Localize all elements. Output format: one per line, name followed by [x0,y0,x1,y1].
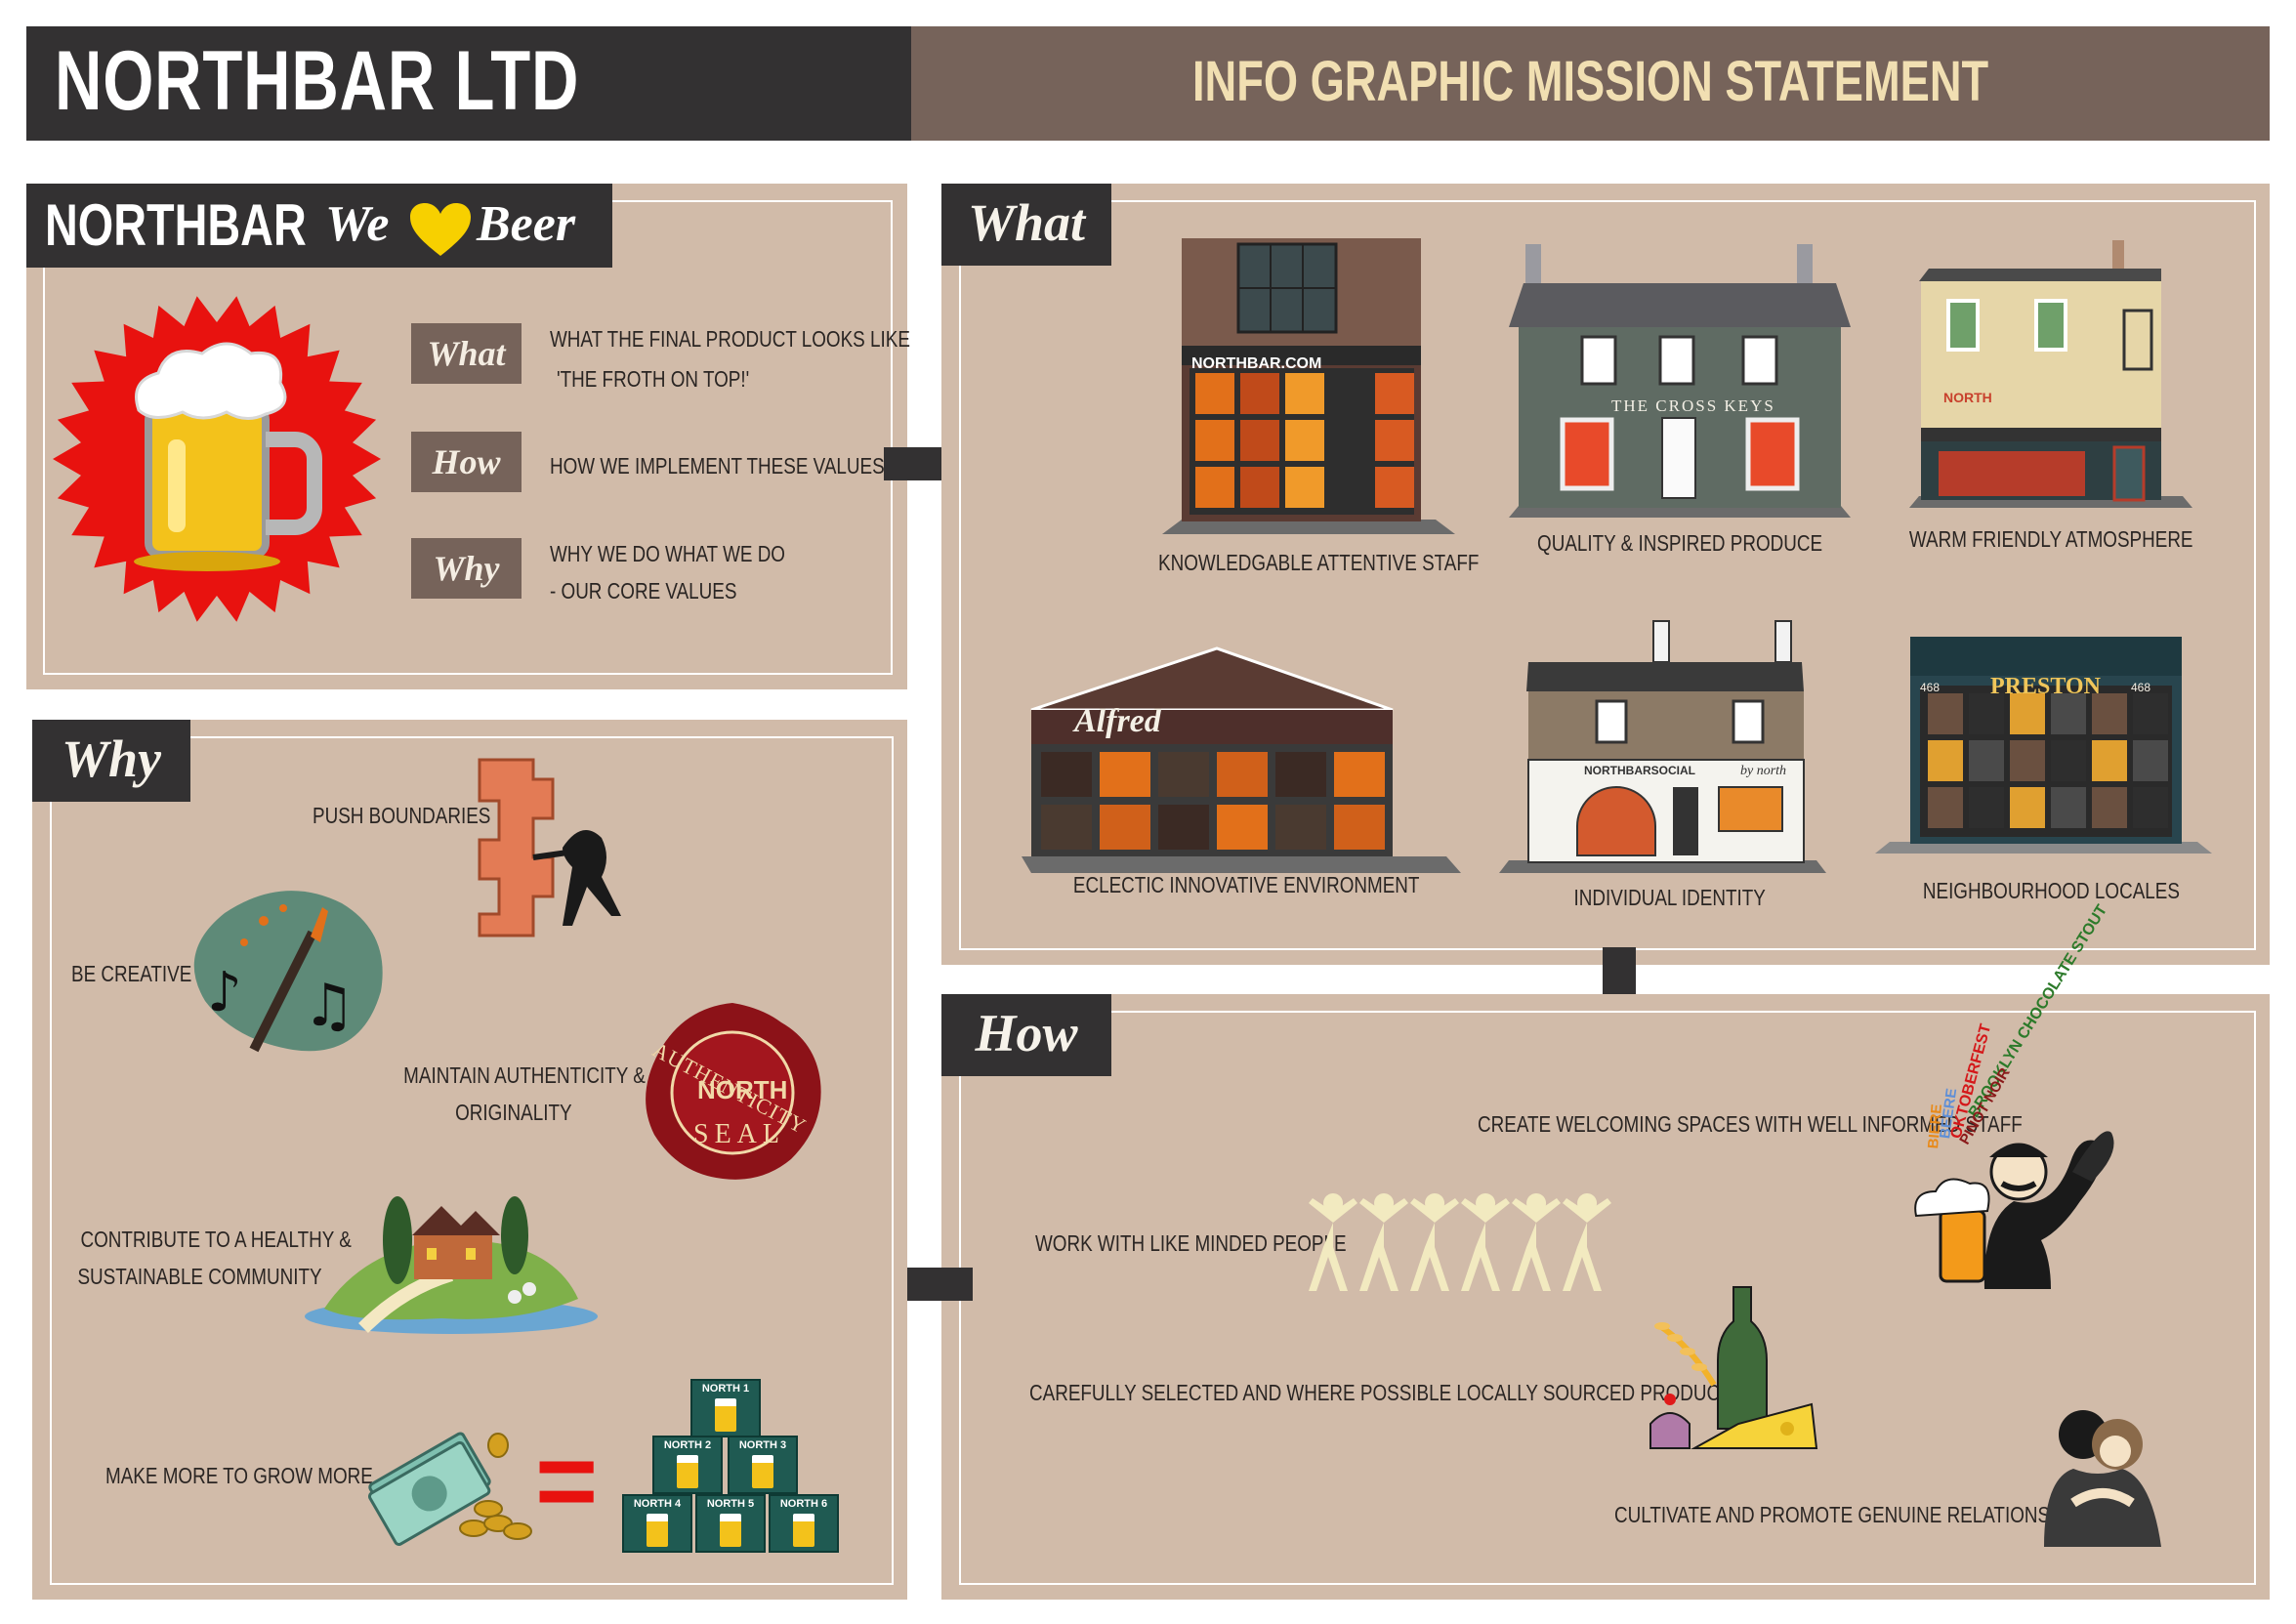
what-item-5-label: INDIVIDUAL IDENTITY [1573,885,1767,910]
hugging-couple-icon [2044,1410,2161,1547]
sign-alfred: Alfred [1074,703,1161,739]
how-item-2-label: WORK WITH LIKE MINDED PEOPLE [1035,1230,1347,1256]
people-chain-icon [1309,1193,1611,1291]
tagline-beer: Beer [477,196,576,252]
how-tag: How [941,994,1111,1076]
building-northbar-social-icon [1499,620,1826,873]
beer-icon [647,1514,668,1547]
what-item-3-label: WARM FRIENDLY ATMOSPHERE [1908,526,2193,552]
north-block: NORTH 5 [695,1494,766,1553]
building-cross-keys-icon [1509,244,1851,518]
north-block-label: NORTH 6 [779,1498,828,1510]
pushing-wall-icon [478,758,621,937]
intro-how-line1: HOW WE IMPLEMENT THESE VALUES [550,453,885,479]
how-item-1-label: CREATE WELCOMING SPACES WITH WELL INFORM… [1478,1111,2023,1137]
intro-what-line1: WHAT THE FINAL PRODUCT LOOKS LIKE [550,326,910,352]
building-preston-icon [1875,637,2212,854]
why-item-2-label: BE CREATIVE [71,961,192,986]
what-item-2-label: QUALITY & INSPIRED PRODUCE [1536,530,1823,556]
how-item-3-label: CAREFULLY SELECTED AND WHERE POSSIBLE LO… [1029,1380,1744,1405]
sign-preston-number-right: 468 [2131,681,2151,694]
why-tag: Why [32,720,190,802]
equals-sign: = [535,1421,599,1541]
north-block: NORTH 4 [622,1494,692,1553]
intro-tag-how: How [411,432,522,492]
local-produce-icon [1649,1286,1818,1449]
sign-northbar: NORTHBAR.COM [1191,355,1322,372]
building-alfred-icon [1022,646,1461,873]
intro-why-line2: - OUR CORE VALUES [550,578,737,604]
why-item-4-line2: SUSTAINABLE COMMUNITY [77,1264,322,1289]
why-item-1-label: PUSH BOUNDARIES [313,803,491,828]
sign-north: NORTH [1943,390,1992,405]
why-item-3-line2: ORIGINALITY [455,1100,572,1125]
brand-title: NORTHBAR LTD [55,34,580,128]
building-north-icon [1909,240,2192,508]
why-item-5-label: MAKE MORE TO GROW MORE [105,1463,373,1488]
beer-icon [752,1455,773,1488]
intro-why-line1: WHY WE DO WHAT WE DO [550,541,785,566]
why-frame [50,736,894,1585]
building-northbar-icon [1162,238,1455,534]
north-block: NORTH 2 [652,1436,723,1494]
beer-icon [793,1514,814,1547]
north-block-label: NORTH 4 [633,1498,682,1510]
north-block-label: NORTH 1 [701,1383,750,1395]
why-item-3-line1: MAINTAIN AUTHENTICITY & [403,1062,646,1088]
north-block-label: NORTH 3 [738,1439,787,1451]
mission-title: INFO GRAPHIC MISSION STATEMENT [1191,50,1989,113]
north-block: NORTH 1 [690,1379,761,1437]
north-block-label: NORTH 2 [663,1439,712,1451]
what-item-1-label: KNOWLEDGABLE ATTENTIVE STAFF [1158,550,1480,575]
svg-text:♫: ♫ [303,972,355,1040]
what-tag: What [941,184,1111,266]
svg-text:♪: ♪ [207,961,242,1024]
how-item-4-label: CULTIVATE AND PROMOTE GENUINE RELATIONSH… [1614,1502,2094,1527]
intro-what-line2: 'THE FROTH ON TOP!' [557,366,750,392]
north-block: NORTH 3 [728,1436,798,1494]
seal-north-text: NORTH [697,1075,788,1104]
tagline-we: We [325,196,390,252]
bartender-with-beer-icon [1914,1131,2114,1289]
creative-palette-icon: ♪ ♫ [193,891,383,1053]
authenticity-seal-icon [646,1003,821,1180]
seal-bottom-text: SEAL [693,1119,785,1149]
header-right-bar [911,26,2270,141]
sign-cross-keys: THE CROSS KEYS [1611,396,1775,415]
how-panel [941,994,2270,1600]
beer-icon [715,1398,736,1432]
intro-tag-why: Why [411,538,522,599]
sign-preston-number-left: 468 [1920,681,1941,694]
beer-icon [677,1455,698,1488]
sign-northbar-social: NORTHBARSOCIAL [1584,764,1695,777]
north-block-label: NORTH 5 [706,1498,755,1510]
sign-preston: PRESTON [1990,674,2101,699]
intro-tag-what: What [411,323,522,384]
beer-mug-starburst-icon [53,296,381,622]
what-item-4-label: ECLECTIC INNOVATIVE ENVIRONMENT [1072,872,1420,897]
heart-icon [410,203,471,256]
beer-icon [720,1514,741,1547]
community-island-icon [305,1196,598,1334]
north-block: NORTH 6 [769,1494,839,1553]
what-item-6-label: NEIGHBOURHOOD LOCALES [1922,878,2180,903]
header-left-bar [26,26,911,141]
intro-title: NORTHBAR [45,192,307,258]
sign-by-north: by north [1740,764,1787,778]
why-item-4-line1: CONTRIBUTE TO A HEALTHY & [80,1227,352,1252]
intro-title-bar [26,184,612,268]
money-coins-icon [368,1432,532,1546]
